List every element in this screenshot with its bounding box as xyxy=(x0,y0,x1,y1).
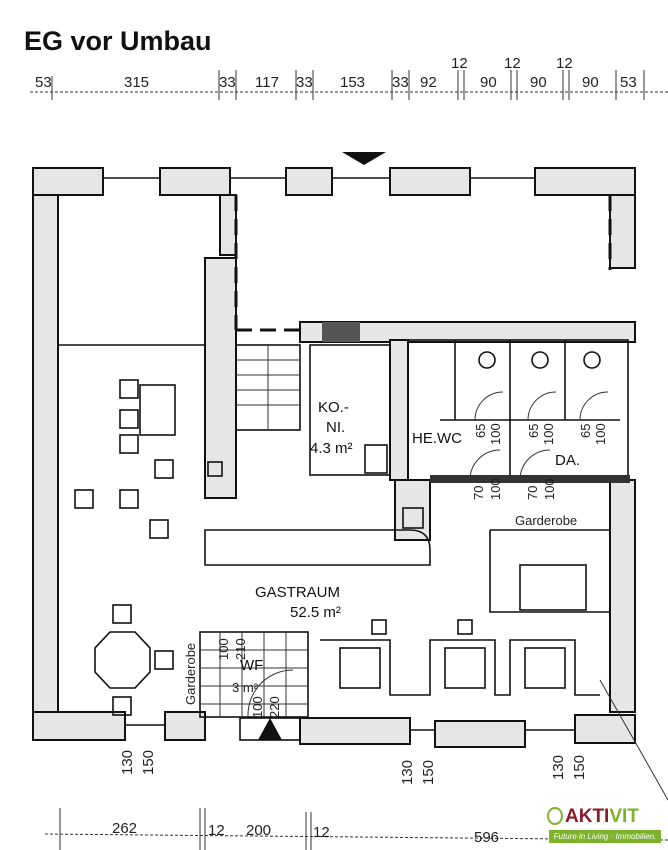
gastraum-area: 52.5 m² xyxy=(290,604,341,621)
door-label: 100 xyxy=(250,696,265,718)
dim-label: 12 xyxy=(504,55,521,72)
door-label: 100 xyxy=(488,423,503,445)
dim-label: 153 xyxy=(340,74,365,91)
entrance-marker-icon xyxy=(258,718,282,740)
entrance-marker-icon xyxy=(342,152,386,165)
kitchen-label: KO.- xyxy=(318,399,349,416)
door-label: 70 xyxy=(471,486,486,500)
window-dim-label: 130 xyxy=(119,750,136,775)
door-label: 65 xyxy=(526,424,541,438)
window-dim-label: 150 xyxy=(420,760,437,785)
logo-tagline: Future in Living · Immobilien. xyxy=(549,830,661,843)
door-labels: 65 100 65 100 65 100 70 100 70 100 100 2… xyxy=(216,423,608,718)
dim-label: 90 xyxy=(530,74,547,91)
dim-label: 33 xyxy=(296,74,313,91)
gastraum-label: GASTRAUM xyxy=(255,584,340,601)
wf-area: 3 m² xyxy=(232,680,259,695)
plan-title: EG vor Umbau xyxy=(24,26,212,56)
window-dimensions: 130 150 130 150 130 150 xyxy=(119,750,588,785)
dim-label: 200 xyxy=(246,822,271,839)
door-label: 210 xyxy=(233,638,248,660)
door-label: 100 xyxy=(216,638,231,660)
dim-label: 315 xyxy=(124,74,149,91)
window-dim-label: 130 xyxy=(550,755,567,780)
dim-label: 90 xyxy=(480,74,497,91)
door-label: 100 xyxy=(542,478,557,500)
dim-label: 33 xyxy=(219,74,236,91)
da-wc-label: DA. xyxy=(555,452,580,469)
door-label: 100 xyxy=(541,423,556,445)
chimney-icon xyxy=(207,461,223,477)
door-label: 220 xyxy=(267,696,282,718)
bottom-dimension-line: 262 12 200 12 596 xyxy=(44,808,668,850)
dim-label: 12 xyxy=(556,55,573,72)
logo-brand: AKTIVIT xyxy=(565,806,639,828)
garderobe-side-label: Garderobe xyxy=(183,643,198,705)
window-dim-label: 150 xyxy=(571,755,588,780)
dim-label: 53 xyxy=(620,74,637,91)
door-label: 65 xyxy=(473,424,488,438)
dim-label: 53 xyxy=(35,74,52,91)
door-label: 100 xyxy=(593,423,608,445)
dim-label: 12 xyxy=(313,824,330,841)
kitchen-label: NI. xyxy=(326,419,345,436)
door-label: 70 xyxy=(525,486,540,500)
logo-person-icon xyxy=(547,807,563,825)
dim-label: 33 xyxy=(392,74,409,91)
garderobe-label: Garderobe xyxy=(515,513,577,528)
aktivit-logo: AKTIVIT Future in Living · Immobilien. xyxy=(545,806,663,846)
top-dimension-labels: 53 315 33 117 33 153 33 92 12 90 12 90 1… xyxy=(35,55,637,91)
dim-label: 117 xyxy=(255,74,279,91)
dim-label: 92 xyxy=(420,74,437,91)
dim-label: 12 xyxy=(451,55,468,72)
door-label: 65 xyxy=(578,424,593,438)
dim-label: 90 xyxy=(582,74,599,91)
wf-label: WF xyxy=(240,657,263,674)
logo-brand-part1: AKTI xyxy=(565,806,610,827)
chimney-icon xyxy=(402,507,424,529)
he-wc-label: HE.WC xyxy=(412,430,462,447)
room-labels: KO.- NI. 4.3 m² HE.WC DA. Garderobe GAST… xyxy=(183,399,580,705)
kitchen-area: 4.3 m² xyxy=(310,440,353,457)
inner-walls xyxy=(58,194,636,718)
door-label: 100 xyxy=(488,478,503,500)
dim-label: 596 xyxy=(474,829,499,846)
top-dimension-line xyxy=(30,70,668,100)
window-dim-label: 130 xyxy=(399,760,416,785)
dim-label: 262 xyxy=(112,820,137,837)
dim-label: 12 xyxy=(208,822,225,839)
logo-brand-part2: VIT xyxy=(609,806,639,827)
outer-walls xyxy=(32,167,668,801)
window-dim-label: 150 xyxy=(140,750,157,775)
